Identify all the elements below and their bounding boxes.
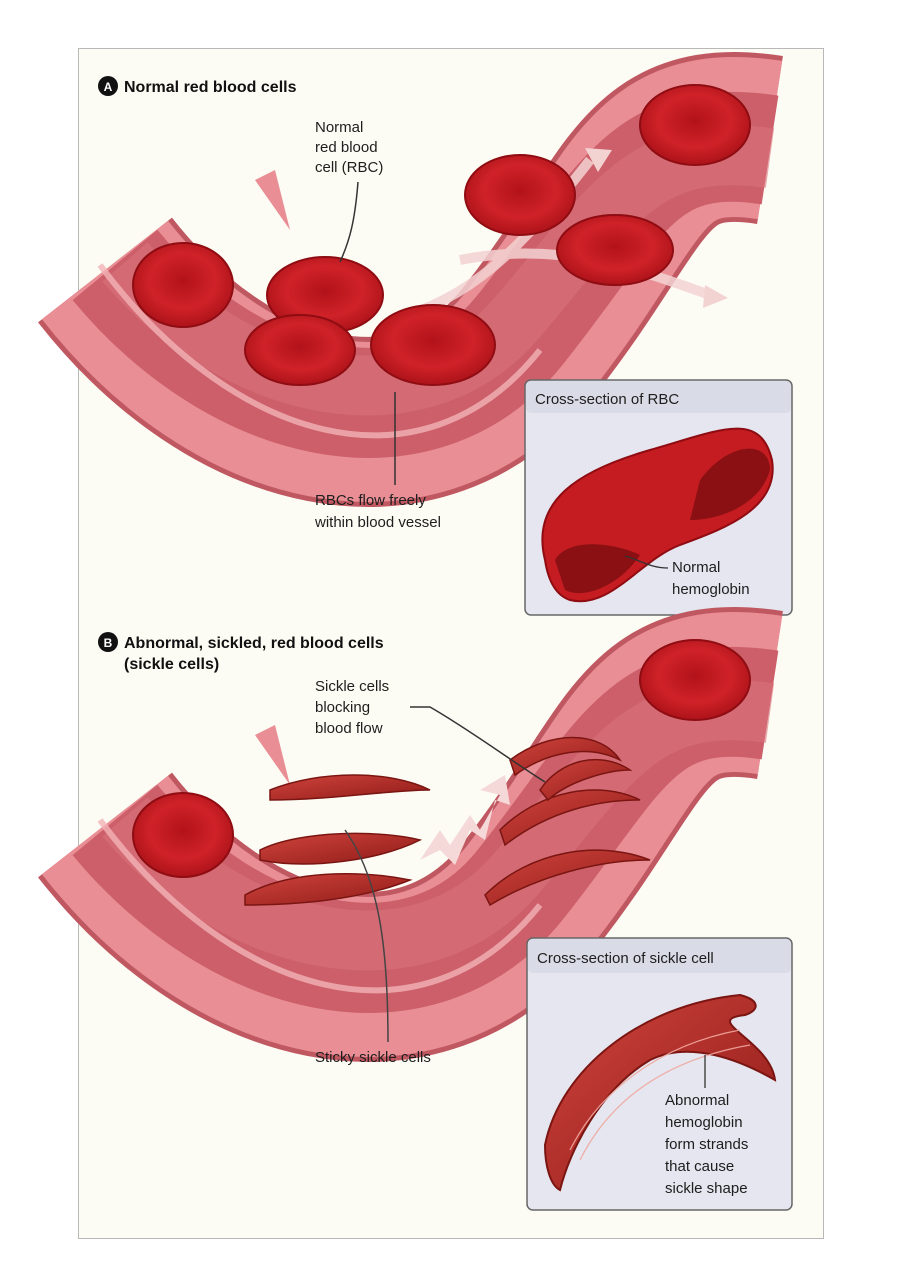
badge-b-icon — [98, 632, 118, 652]
blocking-label: Sickle cells blocking blood flow — [315, 678, 546, 783]
label-line: within blood vessel — [314, 514, 441, 531]
red-blood-cell — [464, 154, 576, 236]
rbc-flow-label: RBCs flow freely within blood vessel — [314, 392, 441, 531]
label-line: Sticky sickle cells — [315, 1049, 431, 1066]
leader-line — [624, 555, 669, 569]
label-line: Normal — [315, 119, 363, 136]
label-line: hemoglobin — [665, 1114, 743, 1131]
leader-line — [344, 829, 389, 1043]
inset-title: Cross-section of RBC — [535, 391, 679, 408]
label-line: sickle shape — [665, 1180, 748, 1197]
label-line: blood flow — [315, 720, 383, 737]
label-line: cell (RBC) — [315, 159, 383, 176]
label-line: form strands — [665, 1136, 748, 1153]
normal-rbc-label: Normal red blood cell (RBC) — [315, 119, 383, 263]
panel-a-title: A Normal red blood cells — [98, 76, 297, 96]
sickle-cells — [244, 736, 651, 907]
inset-title: Cross-section of sickle cell — [537, 950, 714, 967]
badge-b-letter: B — [104, 636, 113, 650]
label-line: that cause — [665, 1158, 734, 1175]
panel-b-subheading: (sickle cells) — [124, 656, 219, 673]
panel-b-title: B Abnormal, sickled, red blood cells (si… — [98, 632, 384, 673]
panel-a-illustration — [100, 85, 770, 435]
sticky-label: Sticky sickle cells — [315, 829, 431, 1066]
label-line: Abnormal — [665, 1092, 729, 1109]
label-line: Sickle cells — [315, 678, 389, 695]
sickle-cell-cross-section — [543, 993, 777, 1192]
label-line: Normal — [672, 559, 720, 576]
badge-a-letter: A — [104, 80, 113, 94]
label-line: blocking — [315, 699, 370, 716]
blocked-flow-arrow-icon — [420, 775, 510, 865]
red-blood-cells — [132, 84, 751, 386]
red-blood-cell — [639, 639, 751, 721]
panel-a-heading: Normal red blood cells — [124, 79, 297, 96]
red-blood-cell — [244, 314, 356, 386]
inset-rbc-cross-section: Cross-section of RBC Normal hemoglobin — [524, 379, 793, 616]
arrow-head-icon — [703, 285, 728, 308]
panel-b-heading: Abnormal, sickled, red blood cells — [124, 635, 384, 652]
red-blood-cell — [370, 304, 496, 386]
label-line: RBCs flow freely — [315, 492, 426, 509]
red-blood-cell — [556, 214, 674, 286]
leader-line — [339, 181, 359, 263]
badge-a-icon — [98, 76, 118, 96]
arrow-head-icon — [585, 148, 612, 172]
inset-sickle-cross-section: Cross-section of sickle cell Abnormal he… — [526, 937, 793, 1211]
red-blood-cell — [639, 84, 751, 166]
red-blood-cell — [132, 242, 234, 328]
label-line: hemoglobin — [672, 581, 750, 598]
red-blood-cell — [132, 792, 234, 878]
leader-line — [410, 706, 546, 783]
panel-b-illustration — [100, 640, 770, 990]
label-line: red blood — [315, 139, 378, 156]
